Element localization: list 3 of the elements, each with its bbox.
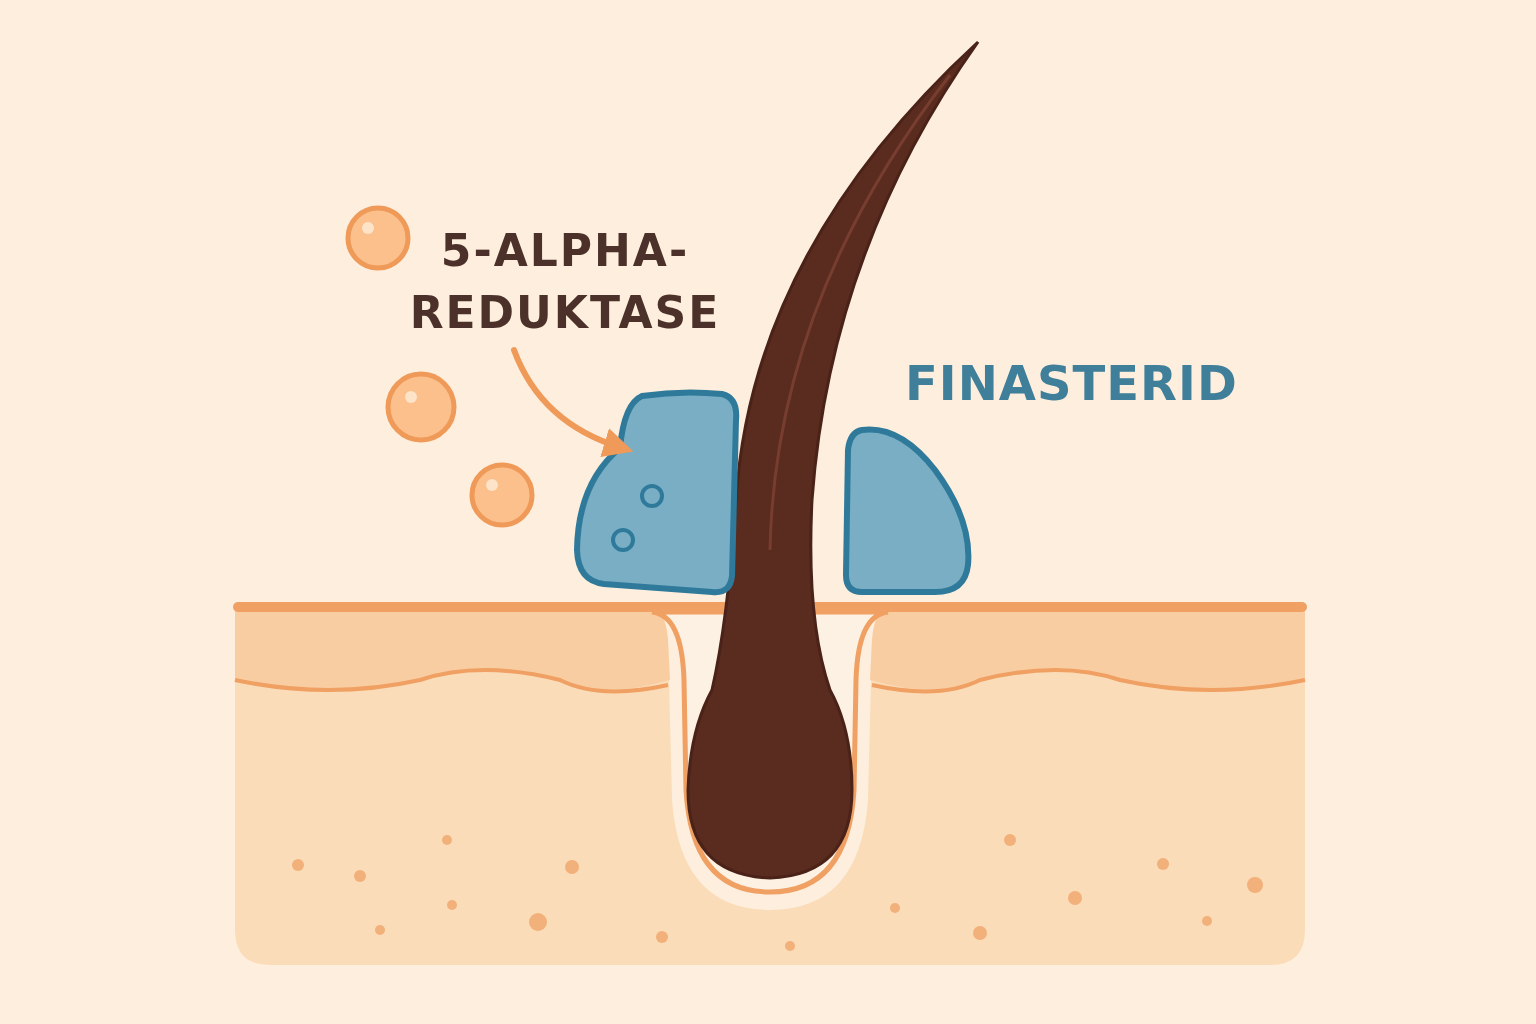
enzyme-label: 5-ALPHA- REDUKTASE <box>395 220 735 344</box>
drug-label: FINASTERID <box>905 355 1238 411</box>
arrow <box>511 347 634 457</box>
